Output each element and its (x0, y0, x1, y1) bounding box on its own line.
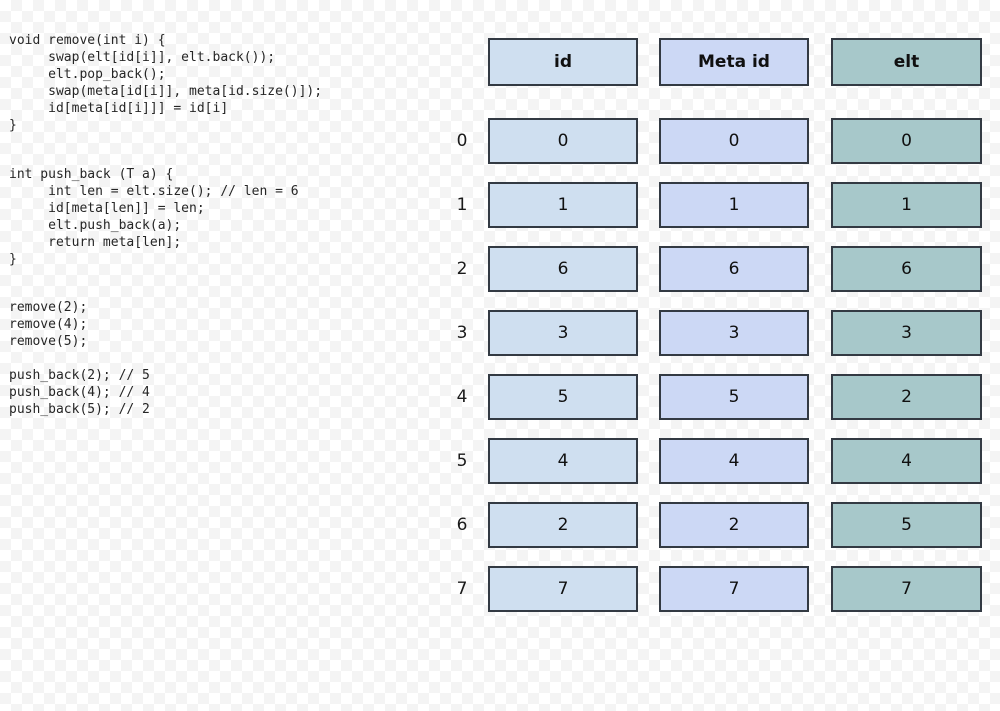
row-label: 0 (456, 131, 468, 151)
cell-id: 1 (488, 182, 638, 228)
row-label: 4 (456, 387, 468, 407)
cell-meta-id: 1 (659, 182, 809, 228)
cell-elt: 6 (831, 246, 982, 292)
row-label: 1 (456, 195, 468, 215)
array-table-panel: id Meta id elt 0 1 2 3 4 5 6 7 0 1 6 3 5… (440, 0, 1000, 711)
cell-elt: 4 (831, 438, 982, 484)
cell-id: 0 (488, 118, 638, 164)
cell-id: 2 (488, 502, 638, 548)
cell-meta-id: 4 (659, 438, 809, 484)
row-label: 7 (456, 579, 468, 599)
cell-elt: 1 (831, 182, 982, 228)
cell-elt: 5 (831, 502, 982, 548)
column-header-meta-id: Meta id (659, 38, 809, 86)
code-block-remove-function: void remove(int i) { swap(elt[id[i]], el… (9, 33, 323, 133)
column-header-id: id (488, 38, 638, 86)
cell-meta-id: 6 (659, 246, 809, 292)
cell-id: 7 (488, 566, 638, 612)
row-label: 3 (456, 323, 468, 343)
cell-id: 5 (488, 374, 638, 420)
cell-meta-id: 3 (659, 310, 809, 356)
cell-meta-id: 5 (659, 374, 809, 420)
column-header-elt: elt (831, 38, 982, 86)
code-panel: void remove(int i) { swap(elt[id[i]], el… (0, 0, 440, 711)
cell-meta-id: 2 (659, 502, 809, 548)
cell-id: 4 (488, 438, 638, 484)
cell-meta-id: 7 (659, 566, 809, 612)
cell-elt: 2 (831, 374, 982, 420)
cell-id: 6 (488, 246, 638, 292)
code-block-example-calls: remove(2); remove(4); remove(5); push_ba… (9, 300, 150, 417)
cell-meta-id: 0 (659, 118, 809, 164)
cell-id: 3 (488, 310, 638, 356)
row-label: 6 (456, 515, 468, 535)
cell-elt: 7 (831, 566, 982, 612)
row-label: 2 (456, 259, 468, 279)
code-block-push-back-function: int push_back (T a) { int len = elt.size… (9, 167, 299, 267)
cell-elt: 3 (831, 310, 982, 356)
cell-elt: 0 (831, 118, 982, 164)
row-label: 5 (456, 451, 468, 471)
